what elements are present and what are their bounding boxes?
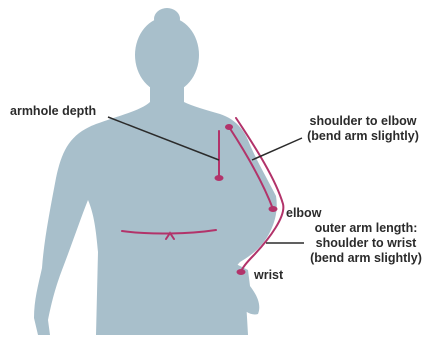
elbow-point <box>269 206 278 212</box>
shoulder-to-elbow-note: (bend arm slightly) <box>300 129 426 144</box>
shoulder-point <box>225 124 233 130</box>
armhole-point <box>215 175 224 181</box>
head <box>135 17 199 93</box>
outer-arm-length-text: outer arm length: <box>306 221 426 236</box>
wrist-point <box>237 269 246 275</box>
shoulder-elbow-leader <box>252 138 302 160</box>
body-silhouette <box>34 8 277 335</box>
shoulder-to-elbow-label: shoulder to elbow (bend arm slightly) <box>300 114 426 144</box>
outer-arm-shoulder-wrist-text: shoulder to wrist <box>306 236 426 251</box>
armhole-depth-label: armhole depth <box>10 104 96 119</box>
shoulder-to-elbow-text: shoulder to elbow <box>300 114 426 129</box>
elbow-label: elbow <box>286 206 321 221</box>
outer-arm-note: (bend arm slightly) <box>306 251 426 266</box>
wrist-label: wrist <box>254 268 283 283</box>
outer-arm-length-label: outer arm length: shoulder to wrist (ben… <box>306 221 426 266</box>
